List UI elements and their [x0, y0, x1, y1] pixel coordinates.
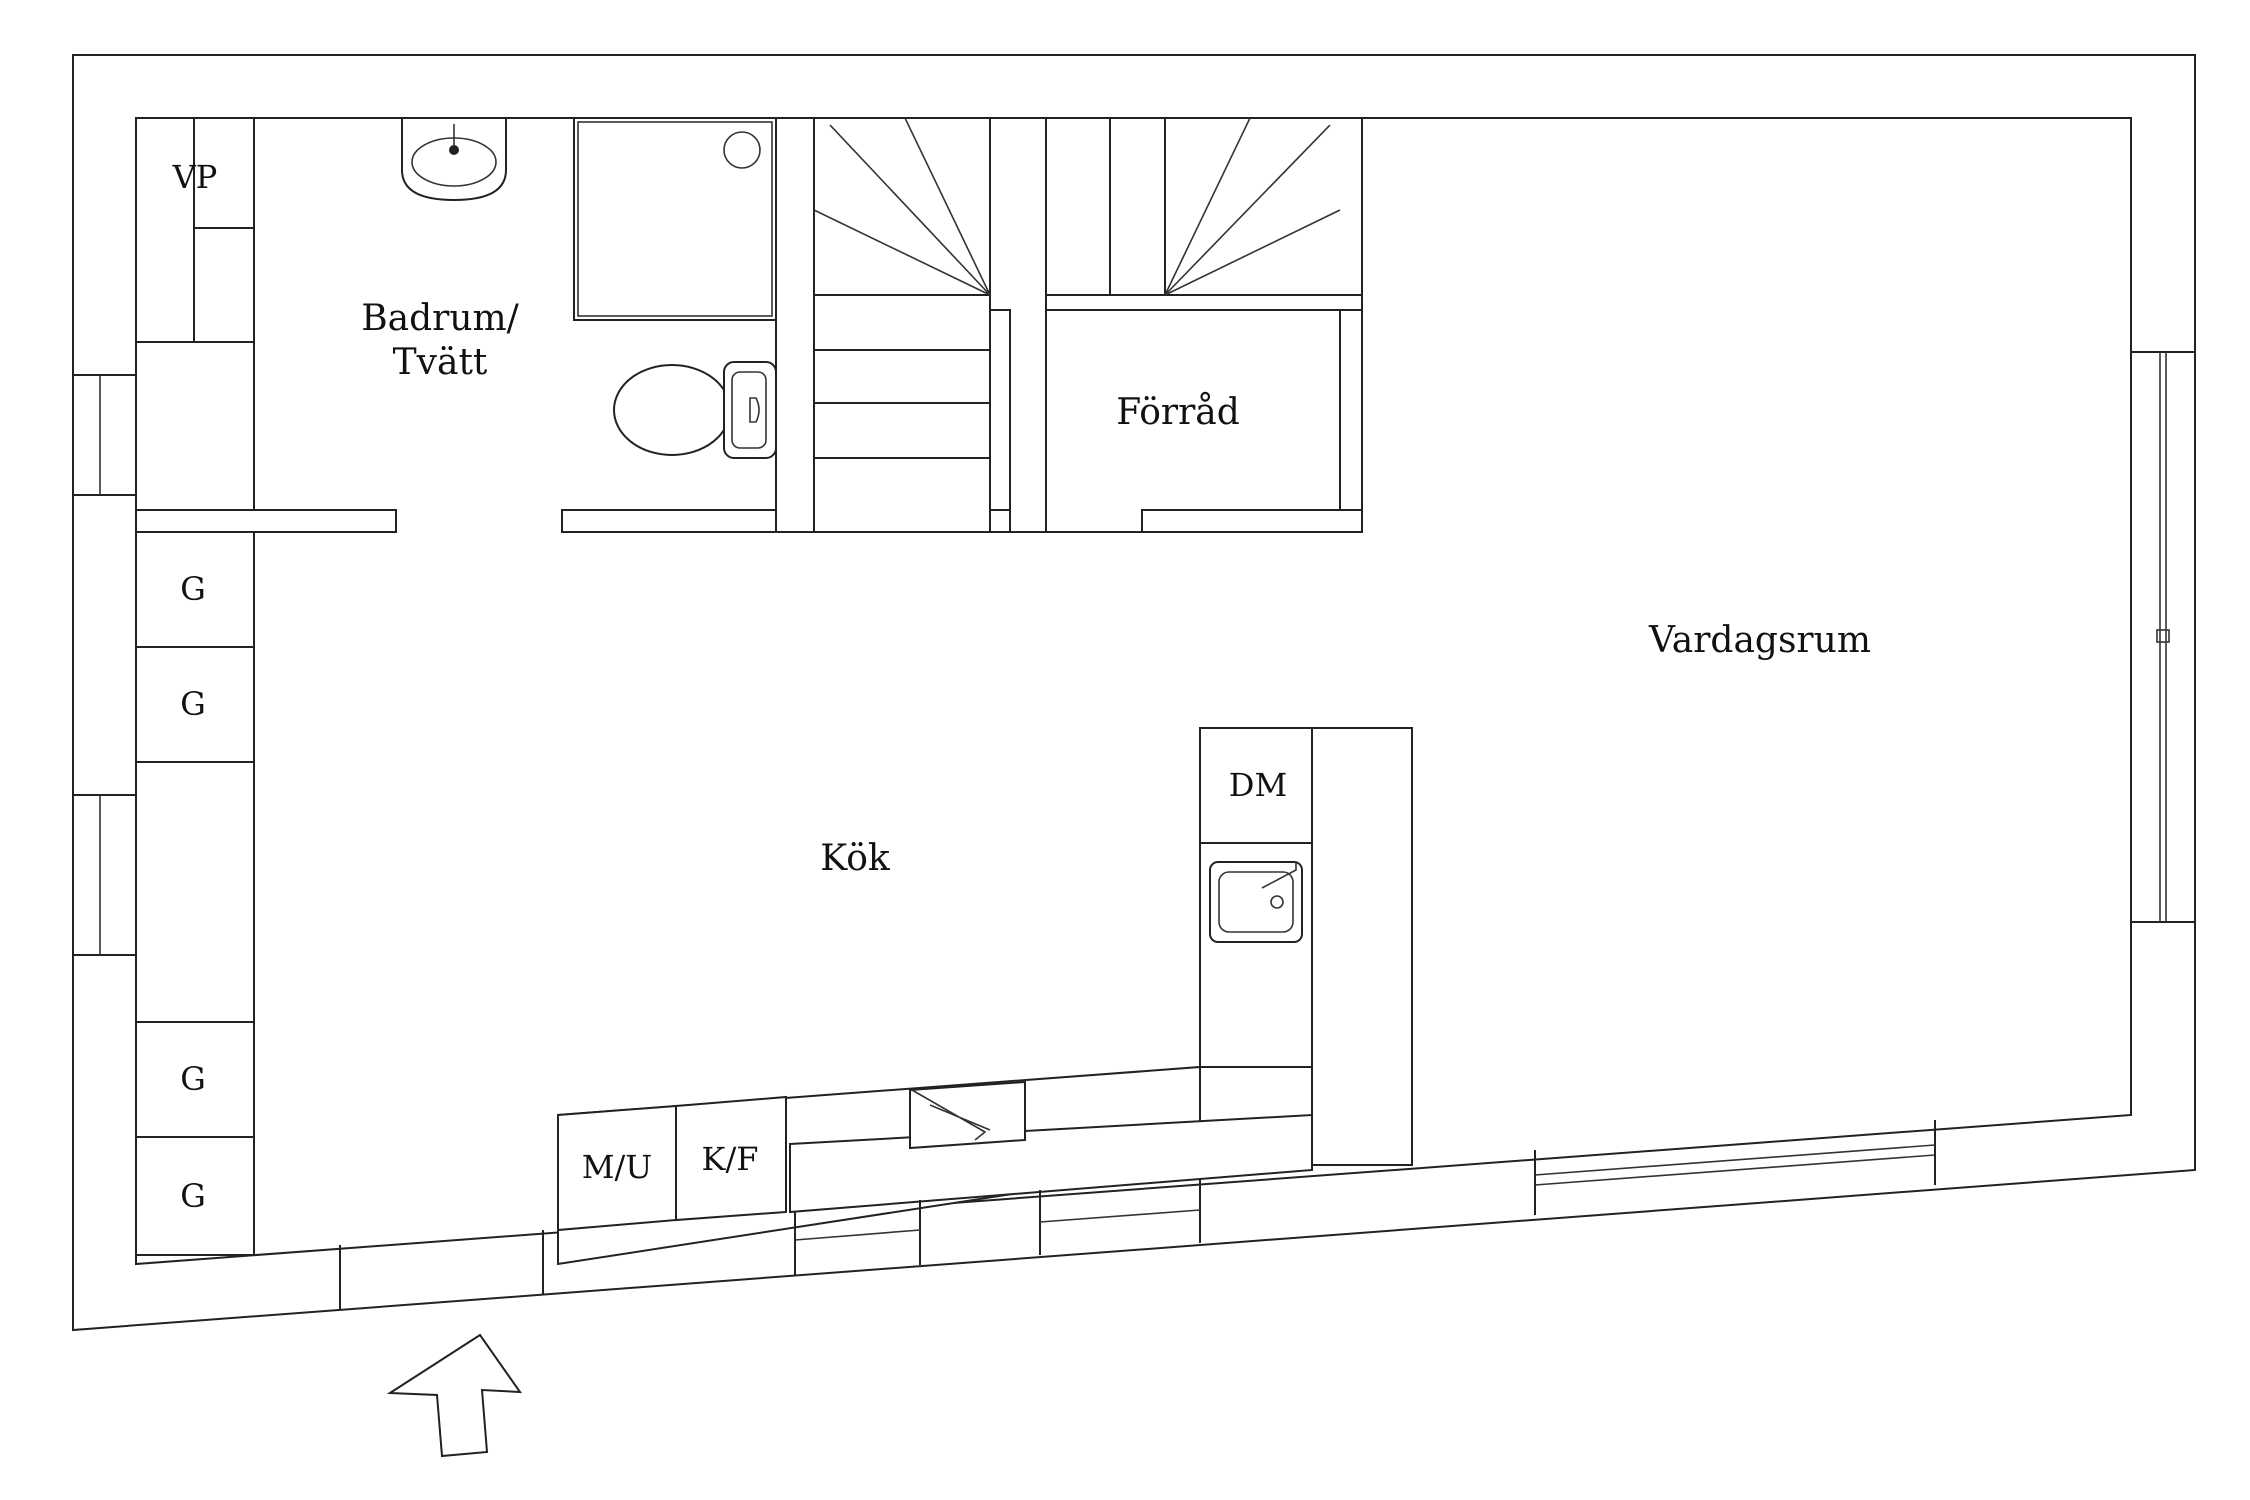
- label-water-heater: VP: [172, 158, 218, 196]
- wardrobe-4: [135, 1136, 255, 1256]
- bathroom-wall-bottom-left: [135, 509, 397, 533]
- window-left-lower: [72, 794, 137, 956]
- kitchen-counter: [557, 1065, 1313, 1266]
- storage-walls: [989, 309, 1363, 533]
- label-storage: Förråd: [1116, 392, 1240, 433]
- water-heater-cabinet: [135, 117, 195, 343]
- window-bottom-right: [1534, 1120, 1936, 1215]
- label-fridge-freezer: K/F: [702, 1140, 759, 1178]
- toilet-icon: [613, 361, 777, 459]
- bathroom-sink-icon: [401, 117, 507, 202]
- window-right: [2130, 351, 2196, 923]
- label-wardrobe-2: G: [180, 685, 206, 723]
- label-wardrobe-1: G: [180, 570, 206, 608]
- label-wardrobe-3: G: [180, 1060, 206, 1098]
- label-microwave-oven: M/U: [582, 1148, 653, 1186]
- label-bathroom-line2: Tvätt: [393, 342, 488, 383]
- entrance-arrow-icon: [386, 1333, 522, 1458]
- staircase: [813, 117, 1363, 533]
- wardrobe-2: [135, 646, 255, 763]
- shower-icon: [573, 117, 777, 321]
- bathroom-wall-right: [775, 117, 815, 533]
- label-dishwasher: DM: [1229, 766, 1287, 804]
- wardrobe-1: [135, 531, 255, 648]
- label-wardrobe-4: G: [180, 1177, 206, 1215]
- label-kitchen: Kök: [820, 838, 891, 879]
- label-bathroom-line1: Badrum/: [361, 298, 519, 339]
- label-living-room: Vardagsrum: [1648, 620, 1871, 661]
- window-left-upper: [72, 374, 137, 496]
- bottom-wall-details: [339, 1120, 1936, 1310]
- kitchen-sink-icon: [1209, 861, 1303, 943]
- wardrobe-3: [135, 1021, 255, 1138]
